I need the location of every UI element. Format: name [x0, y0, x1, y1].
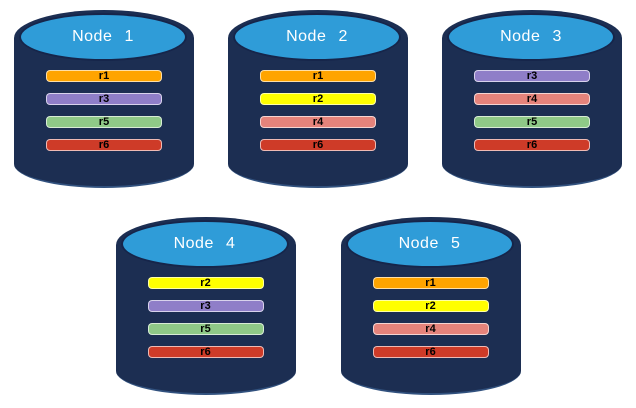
replica-bar-r6: r6 [147, 346, 264, 358]
node-title: Node 3 [500, 28, 562, 45]
database-node-cylinder: Node 3 r3 r4 r5 r6 [442, 10, 622, 188]
database-node-cylinder: Node 4 r2 r3 r5 r6 [115, 217, 296, 395]
replica-list: r1 r2 r4 r6 [260, 70, 376, 162]
cylinder-top-ellipse: Node 5 [345, 220, 514, 268]
replica-list: r1 r2 r4 r6 [372, 277, 489, 369]
database-node-cylinder: Node 2 r1 r2 r4 r6 [228, 10, 408, 188]
replica-bar-r4: r4 [474, 93, 590, 105]
replica-bar-r3: r3 [474, 70, 590, 82]
replica-bar-r2: r2 [260, 93, 376, 105]
replica-bar-r2: r2 [147, 277, 264, 289]
node-title: Node 4 [173, 235, 236, 252]
node-title: Node 1 [72, 28, 134, 45]
cylinder-top-ellipse: Node 4 [120, 220, 289, 268]
database-node-cylinder: Node 5 r1 r2 r4 r6 [340, 217, 521, 395]
replica-bar-r1: r1 [46, 70, 162, 82]
replica-list: r1 r3 r5 r6 [46, 70, 162, 162]
cylinder-top-ellipse: Node 1 [19, 13, 187, 61]
replica-list: r2 r3 r5 r6 [147, 277, 264, 369]
replica-bar-r6: r6 [46, 139, 162, 151]
node-row-bottom: Node 4 r2 r3 r5 r6 Node 5 r1 r2 r4 r6 [0, 217, 636, 395]
node-title: Node 5 [398, 235, 461, 252]
replica-bar-r6: r6 [372, 346, 489, 358]
cylinder-top-ellipse: Node 2 [233, 13, 401, 61]
replica-bar-r5: r5 [474, 116, 590, 128]
replica-bar-r6: r6 [474, 139, 590, 151]
replica-bar-r4: r4 [372, 323, 489, 335]
node-title: Node 2 [286, 28, 348, 45]
replica-bar-r1: r1 [372, 277, 489, 289]
node-row-top: Node 1 r1 r3 r5 r6 Node 2 r1 r2 r4 r6 Node 3 r… [0, 10, 636, 188]
replica-bar-r2: r2 [372, 300, 489, 312]
replica-bar-r5: r5 [46, 116, 162, 128]
replica-bar-r3: r3 [147, 300, 264, 312]
replica-bar-r4: r4 [260, 116, 376, 128]
database-node-cylinder: Node 1 r1 r3 r5 r6 [14, 10, 194, 188]
replica-bar-r3: r3 [46, 93, 162, 105]
cylinder-top-ellipse: Node 3 [447, 13, 615, 61]
replica-bar-r5: r5 [147, 323, 264, 335]
replica-bar-r1: r1 [260, 70, 376, 82]
replica-bar-r6: r6 [260, 139, 376, 151]
replica-list: r3 r4 r5 r6 [474, 70, 590, 162]
